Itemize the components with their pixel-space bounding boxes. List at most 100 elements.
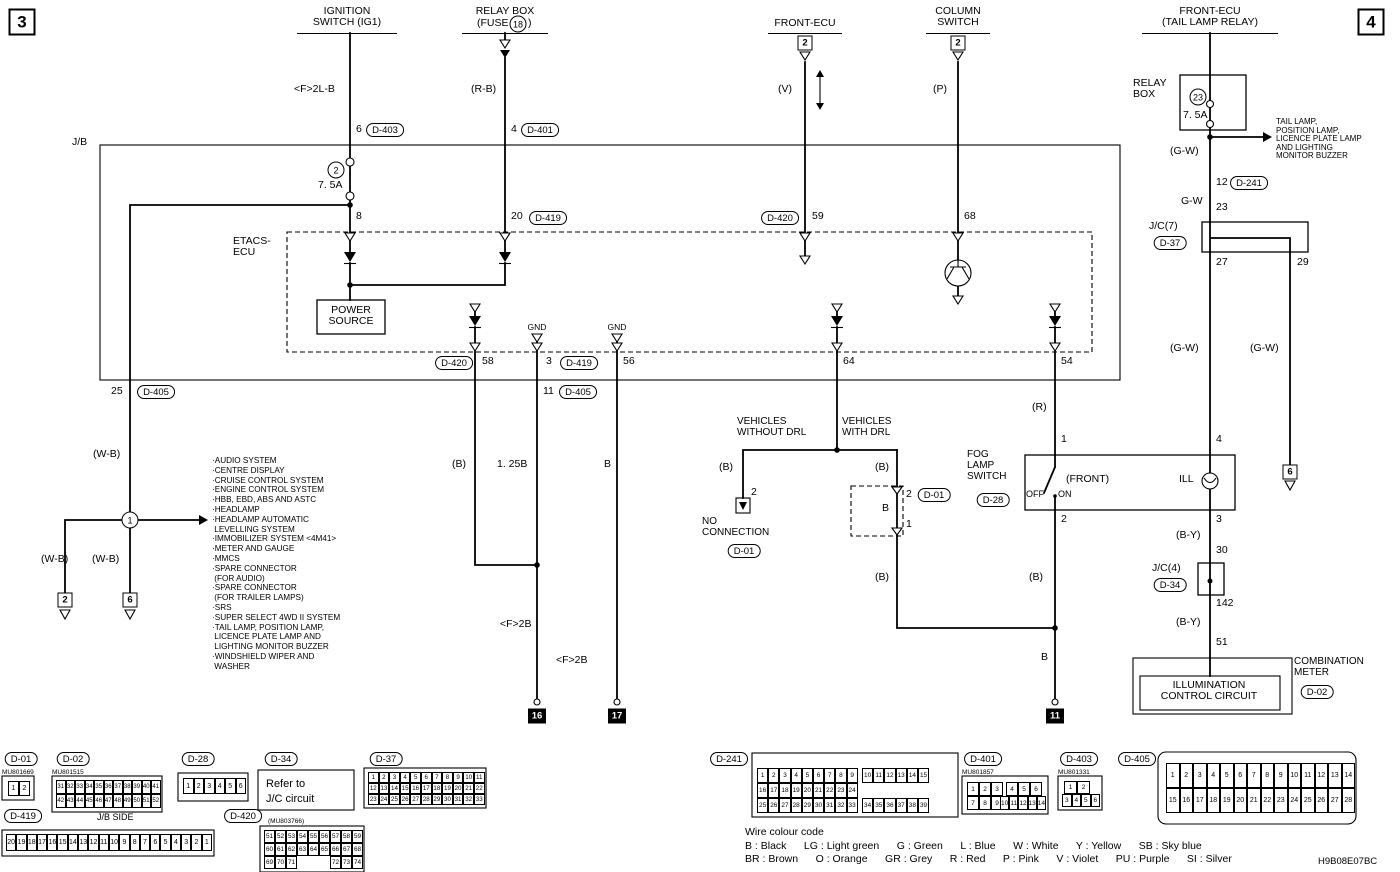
mu-number-d401: MU801857 xyxy=(962,769,994,776)
pin-cell-64: 64 xyxy=(308,843,319,856)
off-label: OFF xyxy=(1026,489,1044,499)
etacs-ecu-label: ETACS- ECU xyxy=(233,235,271,258)
connector-ref-d-401: D-401 xyxy=(964,752,1002,766)
arrow-heads xyxy=(199,50,1272,525)
illumination-lamp-symbol xyxy=(1201,472,1219,490)
pin-20: 20 xyxy=(511,210,523,222)
pin-cell-empty xyxy=(319,856,330,869)
pin-cell-16: 16 xyxy=(410,783,421,794)
pin-cell-34: 34 xyxy=(862,798,874,813)
pin-cell-7: 7 xyxy=(1247,763,1261,788)
pin-64: 64 xyxy=(843,355,855,367)
pin-cell-65: 65 xyxy=(319,843,330,856)
wire-label-r: (R) xyxy=(1032,401,1047,413)
wire-label-f2lb: <F>2L-B xyxy=(294,83,335,95)
wire-label-f2b-1: <F>2B xyxy=(500,618,532,630)
pin-cell-10: 10 xyxy=(1287,763,1301,788)
wire-label-gw-1: (G-W) xyxy=(1170,145,1199,157)
pin-cell-11: 11 xyxy=(1009,796,1019,810)
pin-cell-2: 2 xyxy=(378,772,390,783)
pin-cell-31: 31 xyxy=(824,798,836,813)
pin-cell-11: 11 xyxy=(473,772,485,783)
connector-ref-d-405: D-405 xyxy=(1118,752,1156,766)
pin-cell-41: 41 xyxy=(151,780,161,794)
wire-label-b-6: (B) xyxy=(1029,571,1043,583)
connector-ref-d-34: D-34 xyxy=(264,752,298,766)
offpage-connector-2-column-switch: 2 xyxy=(950,35,966,51)
pin-59: 59 xyxy=(812,210,824,222)
pin-cell-4: 4 xyxy=(790,768,802,783)
pin-cell-22: 22 xyxy=(824,783,836,798)
pin-cell-24: 24 xyxy=(1287,788,1301,813)
on-label: ON xyxy=(1058,489,1072,499)
pin-cell-19: 19 xyxy=(790,783,802,798)
pin-3-fog: 3 xyxy=(1216,513,1222,525)
mu-number-d02: MU801515 xyxy=(52,769,84,776)
pin-51: 51 xyxy=(1216,636,1228,648)
pin-cell-22: 22 xyxy=(1260,788,1274,813)
pin-cell-23: 23 xyxy=(368,794,379,805)
pin-cell-10: 10 xyxy=(463,772,474,783)
pin-cell-20: 20 xyxy=(452,783,464,794)
pin-cell-9: 9 xyxy=(846,768,858,783)
pin-cell-14: 14 xyxy=(1036,796,1046,810)
pin-cell-35: 35 xyxy=(873,798,885,813)
pin-cell-4: 4 xyxy=(1071,794,1081,807)
pin-cell-40: 40 xyxy=(141,780,151,794)
wire-label-by-1: (B-Y) xyxy=(1176,529,1201,541)
ill-label: ILL xyxy=(1179,473,1194,485)
pin-cell-71: 71 xyxy=(286,856,297,869)
wires xyxy=(64,32,1291,700)
pin-cell-36: 36 xyxy=(884,798,896,813)
pin-cell-20: 20 xyxy=(6,834,17,851)
pin-cell-48: 48 xyxy=(113,794,123,808)
connector-ref-d-241: D-241 xyxy=(710,752,748,766)
offpage-connector-6-left: 6 xyxy=(122,592,138,608)
pin-cell-31: 31 xyxy=(56,780,66,794)
pin-25: 25 xyxy=(111,385,123,397)
pin-cell-6: 6 xyxy=(1030,782,1042,796)
pin-cell-26: 26 xyxy=(1314,788,1328,813)
wire-label-by-2: (B-Y) xyxy=(1176,616,1201,628)
connector-triangles xyxy=(59,39,1296,621)
pin-cell-16: 16 xyxy=(1179,788,1193,813)
connector-ref-d-37: D-37 xyxy=(1153,236,1187,250)
pin-cell-2: 2 xyxy=(979,782,991,796)
pin-cell-18: 18 xyxy=(26,834,37,851)
ground-point-11: 11 xyxy=(1046,708,1064,724)
pin-cell-30: 30 xyxy=(812,798,825,813)
pin-cell-4: 4 xyxy=(1206,763,1220,788)
pin-cell-68: 68 xyxy=(352,843,363,856)
pin-cell-11: 11 xyxy=(1301,763,1315,788)
pin-4: 4 xyxy=(511,123,517,135)
pin-cell-25: 25 xyxy=(757,798,769,813)
pin-6: 6 xyxy=(356,123,362,135)
pin-cell-10: 10 xyxy=(108,834,120,851)
pin-29: 29 xyxy=(1297,256,1309,268)
pin-cell-74: 74 xyxy=(352,856,363,869)
pin-cell-67: 67 xyxy=(341,843,352,856)
pin-cell-72: 72 xyxy=(330,856,341,869)
gnd-label-2: GND xyxy=(607,322,627,332)
pin-cell-14: 14 xyxy=(906,768,918,783)
page-title-ignition: IGNITION SWITCH (IG1) xyxy=(312,5,382,28)
pin-cell-19: 19 xyxy=(16,834,27,851)
pin-cell-15: 15 xyxy=(1166,788,1180,813)
pin-cell-54: 54 xyxy=(297,830,308,843)
pin-cell-20: 20 xyxy=(801,783,813,798)
connector-ref-d-420: D-420 xyxy=(435,356,473,370)
pin-cell-1: 1 xyxy=(757,768,769,783)
pin-30: 30 xyxy=(1216,544,1228,556)
pin-cell-38: 38 xyxy=(906,798,918,813)
pin-cell-empty xyxy=(297,856,308,869)
pin-cell-7: 7 xyxy=(431,772,443,783)
combination-meter-label: COMBINATION METER xyxy=(1294,656,1364,678)
pin-cell-3: 3 xyxy=(991,782,1003,796)
pin-cell-13: 13 xyxy=(378,783,390,794)
pin-cell-empty xyxy=(308,856,319,869)
